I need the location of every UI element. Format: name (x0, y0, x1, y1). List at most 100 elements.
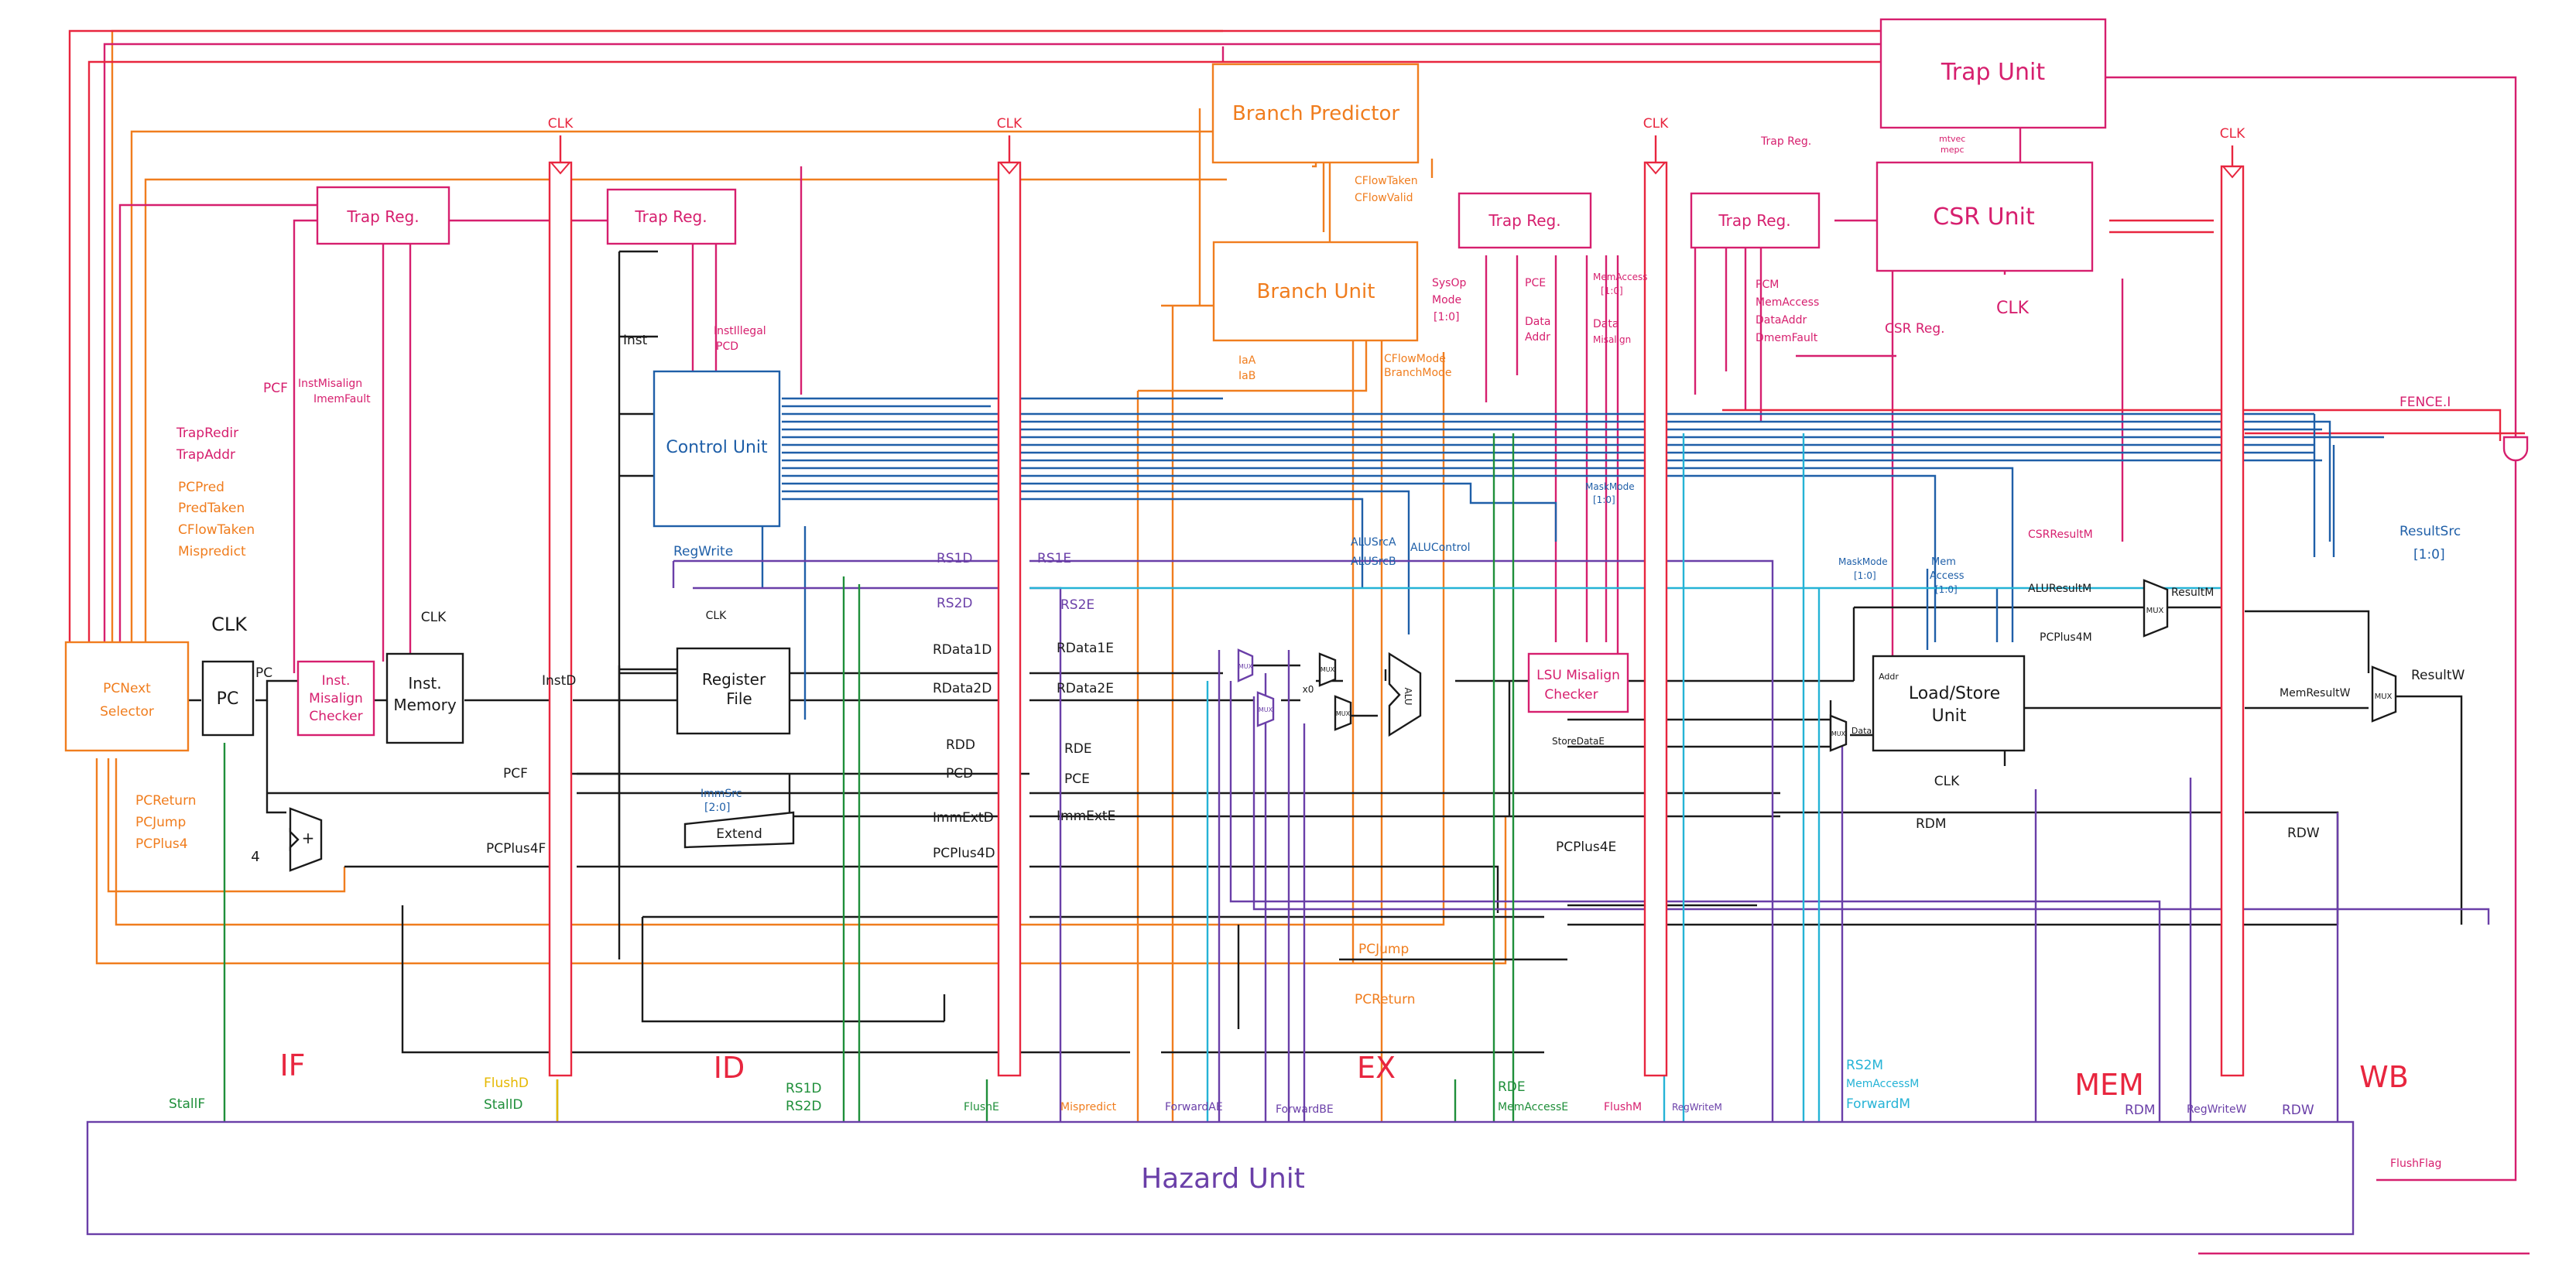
signal-inst-misalign-1: InstMisalign (298, 378, 362, 390)
inst-memory-line2: Memory (393, 696, 457, 714)
signal-pcplus4e: PCPlus4E (1556, 840, 1616, 855)
csr-unit-block: CSR Unit CLK (1875, 161, 2094, 318)
hazard-regwritew: RegWriteW (2187, 1103, 2247, 1116)
signal-iaa: IaA (1238, 354, 1256, 367)
signal-branch-mode: BranchMode (1384, 367, 1452, 379)
signal-data-misalign-1: Data (1593, 318, 1619, 330)
stage-mem: MEM (2074, 1068, 2144, 1102)
signal-cflow-valid: CFlowValid (1355, 192, 1413, 204)
signal-pc-return-1: PCReturn (135, 793, 197, 809)
signal-pc-pred-4: Mispredict (178, 544, 246, 559)
pc-block: PC CLK (201, 614, 255, 737)
signal-inst: Inst (623, 333, 648, 348)
inst-misalign-line3: Checker (309, 709, 362, 724)
signal-pc-return-line: PCReturn (1355, 992, 1416, 1007)
signal-mask-mode-ex-2: [1:0] (1593, 494, 1615, 505)
signal-pc-return-2: PCJump (135, 815, 186, 830)
x0-label: x0 (1303, 684, 1314, 695)
signal-fence-i: FENCE.I (2400, 395, 2451, 410)
signal-immsrc-2: [2:0] (704, 802, 730, 814)
trap-reg-mem: Trap Reg. (1690, 192, 1821, 249)
signal-alucontrol: ALUControl (1410, 542, 1471, 554)
signal-result-src-1: ResultSrc (2400, 524, 2461, 539)
clk-label: CLK (2220, 126, 2245, 142)
trap-reg-if: Trap Reg. (316, 186, 450, 245)
trap-reg-ex: Trap Reg. (1458, 192, 1592, 249)
branch-predictor-block: Branch Predictor (1211, 63, 1420, 164)
signal-mepc: mepc (1941, 145, 1965, 155)
pc-next-selector-line2: Selector (100, 704, 154, 720)
lsu-line2: Unit (1932, 706, 1967, 726)
csr-unit-label: CSR Unit (1933, 203, 2035, 231)
signal-cflow-taken: CFlowTaken (1355, 175, 1418, 187)
pipeline-red-wires (68, 29, 2525, 642)
hazard-regwritem: RegWriteM (1672, 1102, 1722, 1113)
clk-label: CLK (997, 116, 1023, 132)
signal-inst-illegal-1: InstIllegal (714, 325, 766, 337)
inst-misalign-line2: Misalign (309, 691, 363, 706)
trap-reg-label: Trap Reg. (1488, 211, 1560, 230)
signal-result-m: ResultM (2171, 587, 2214, 599)
branch-unit-label: Branch Unit (1257, 280, 1375, 303)
hazard-mispredict: Mispredict (1060, 1101, 1117, 1113)
signal-pcf-mid: PCF (503, 766, 528, 781)
inst-misalign-line1: Inst. (322, 673, 351, 689)
signal-pcplus4m: PCPlus4M (2040, 631, 2092, 644)
trap-reg-label: Trap Reg. (346, 207, 419, 226)
signal-pc-pred-2: PredTaken (178, 501, 245, 516)
signal-cflow-mode: CFlowMode (1384, 353, 1446, 365)
stage-ex: EX (1357, 1051, 1396, 1085)
hazard-flushe: FlushE (964, 1101, 999, 1113)
forward-a-mux: MUX (1237, 648, 1254, 682)
hazard-flush-flag: FlushFlag (2390, 1158, 2441, 1170)
trap-wires (103, 43, 2530, 1255)
control-unit-label: Control Unit (666, 438, 768, 457)
pipeline-register-mem-wb: CLK (2220, 126, 2245, 1077)
lsu-line1: Load/Store (1909, 684, 2000, 703)
hazard-unit-block: Hazard Unit (86, 1120, 2355, 1236)
signal-pc-out: PC (255, 665, 272, 681)
hazard-rs2m: RS2M (1846, 1058, 1883, 1073)
alu-block: ALU (1388, 652, 1422, 737)
signal-pcf-top: PCF (263, 381, 288, 396)
signal-rs1e: RS1E (1037, 551, 1071, 566)
signal-sysop-2: Mode (1432, 294, 1461, 306)
signal-rdd: RDD (946, 737, 975, 753)
alusrc-a-mux: MUX x0 (1303, 652, 1337, 695)
signal-result-src-2: [1:0] (2413, 547, 2445, 563)
signal-rs1d: RS1D (937, 551, 973, 566)
signal-data-addr-group: DataAddr (1756, 314, 1807, 327)
data-port-label: Data (1852, 726, 1872, 736)
signal-mem-access-mem-3: [1:0] (1935, 584, 1958, 595)
mux-label: MUX (1336, 710, 1351, 717)
clk-label: CLK (548, 116, 574, 132)
result-m-mux: MUX (2143, 579, 2169, 638)
signal-alusrca: ALUSrcA (1351, 536, 1396, 549)
signal-pc-return-3: PCPlus4 (135, 836, 188, 852)
signal-rdata2e: RData2E (1057, 681, 1114, 696)
signal-iab: IaB (1238, 370, 1255, 382)
mux-label: MUX (1238, 663, 1253, 670)
register-file-block: Register File CLK (676, 610, 791, 735)
signal-rdm-mid: RDM (1916, 816, 1947, 832)
signal-rdata2d: RData2D (933, 681, 992, 696)
hazard-rs1d: RS1D (786, 1081, 822, 1096)
extend-block: Extend (683, 811, 795, 849)
signal-immextd: ImmExtD (933, 810, 994, 826)
pc-plus4-adder: + 4 (251, 807, 323, 872)
hazard-unit-label: Hazard Unit (1141, 1163, 1305, 1195)
signal-store-data-e: StoreDataE (1552, 736, 1605, 747)
hazard-forwardm: ForwardM (1846, 1096, 1910, 1112)
result-w-mux: MUX (2371, 665, 2397, 723)
inst-memory-block: Inst. Memory CLK (385, 610, 464, 744)
branch-unit-block: Branch Unit (1212, 241, 1419, 342)
signal-inst-d: InstD (542, 673, 576, 689)
signal-immexte: ImmExtE (1057, 809, 1115, 824)
alusrc-b-mux: MUX (1334, 695, 1352, 731)
clk-label: CLK (211, 614, 248, 635)
adder-plus: + (302, 829, 315, 847)
fence-i-gate (2502, 436, 2529, 462)
inst-memory-line1: Inst. (408, 674, 441, 693)
hazard-rdm: RDM (2125, 1103, 2156, 1118)
